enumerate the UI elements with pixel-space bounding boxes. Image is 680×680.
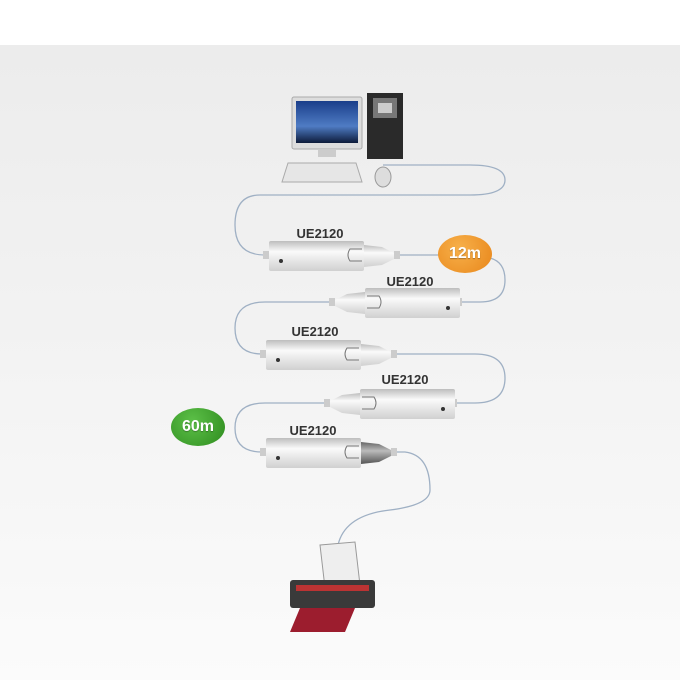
- cable-4: [234, 402, 330, 453]
- total-length-badge: 60m: [171, 408, 225, 446]
- usb-extender-device: [260, 438, 397, 468]
- extender-label: UE2120: [381, 372, 429, 387]
- usb-extender-device: [263, 241, 400, 271]
- computer-icon: [281, 93, 403, 188]
- usb-extender-device: [329, 288, 462, 318]
- extender-label: UE2120: [291, 324, 339, 339]
- usb-extender-device: [260, 340, 397, 370]
- cable-2: [234, 301, 330, 355]
- extender-label: UE2120: [386, 274, 434, 289]
- cable-5: [337, 451, 431, 546]
- usb-extender-device: [324, 389, 457, 419]
- extender-label: UE2120: [289, 423, 337, 438]
- extender-label: UE2120: [296, 226, 344, 241]
- cable-3: [390, 353, 506, 404]
- printer-icon: [290, 541, 375, 632]
- segment-length-badge: 12m: [438, 235, 492, 273]
- cable-1: [395, 254, 506, 303]
- cable-pc: [234, 164, 506, 256]
- usb-cables: [234, 164, 506, 546]
